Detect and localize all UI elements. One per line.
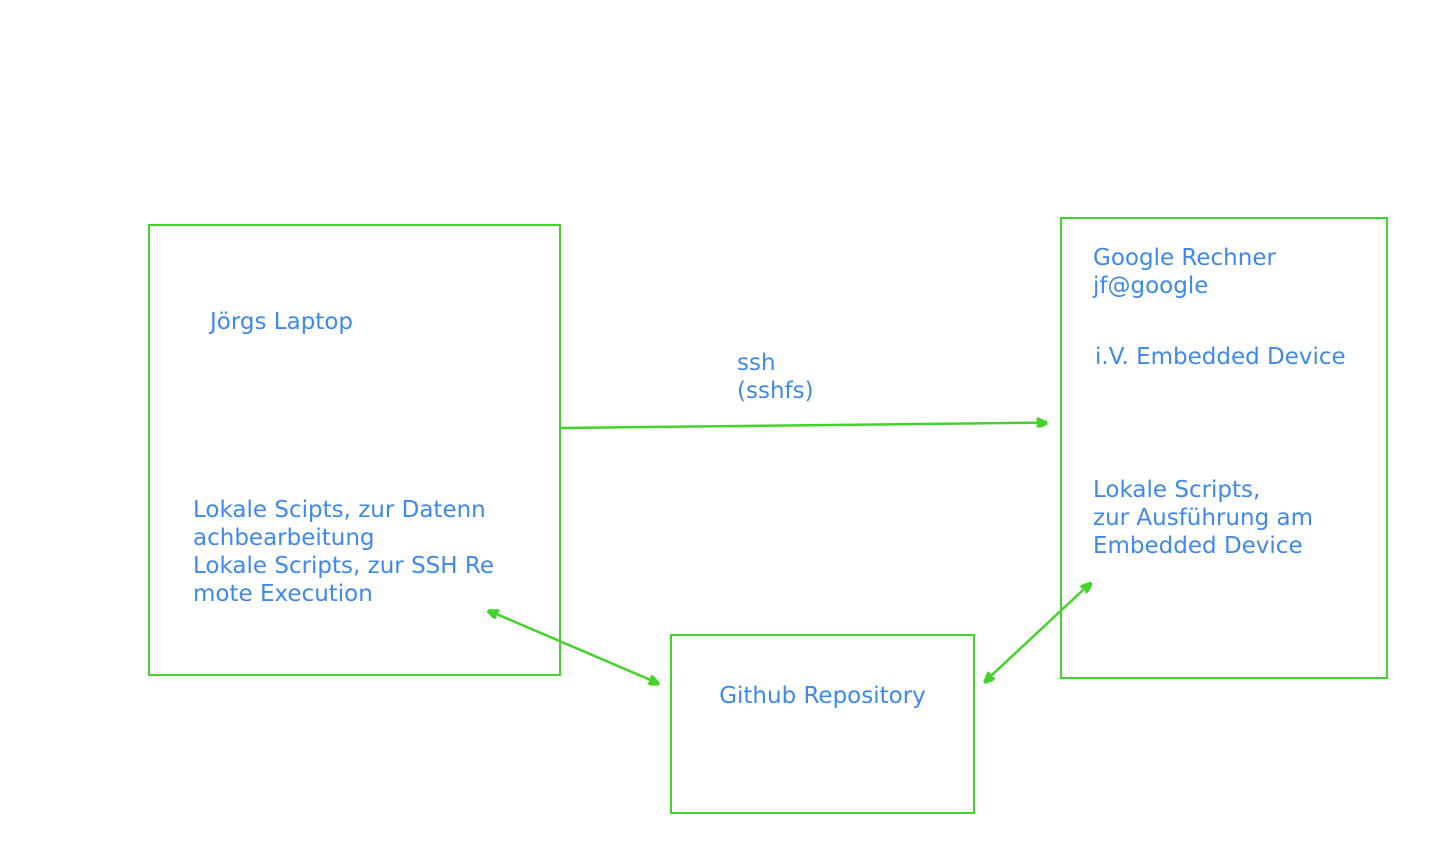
laptop-node-title: Jörgs Laptop bbox=[210, 309, 353, 335]
google-node-subtitle: i.V. Embedded Device bbox=[1095, 344, 1346, 370]
github-node: Github Repository bbox=[670, 634, 975, 814]
google-node-body: Lokale Scripts, zur Ausführung am Embedd… bbox=[1093, 477, 1313, 559]
google-node-title: Google Rechner jf@google bbox=[1093, 245, 1276, 299]
github-node-title: Github Repository bbox=[719, 683, 926, 709]
google-node: Google Rechner jf@google i.V. Embedded D… bbox=[1060, 217, 1388, 679]
laptop-node: Jörgs Laptop Lokale Scipts, zur Datenn a… bbox=[148, 224, 561, 676]
laptop-node-body: Lokale Scipts, zur Datenn achbearbeitung… bbox=[193, 497, 494, 607]
ssh-arrow-label: ssh (sshfs) bbox=[737, 350, 814, 404]
ssh-arrow bbox=[560, 423, 1046, 430]
